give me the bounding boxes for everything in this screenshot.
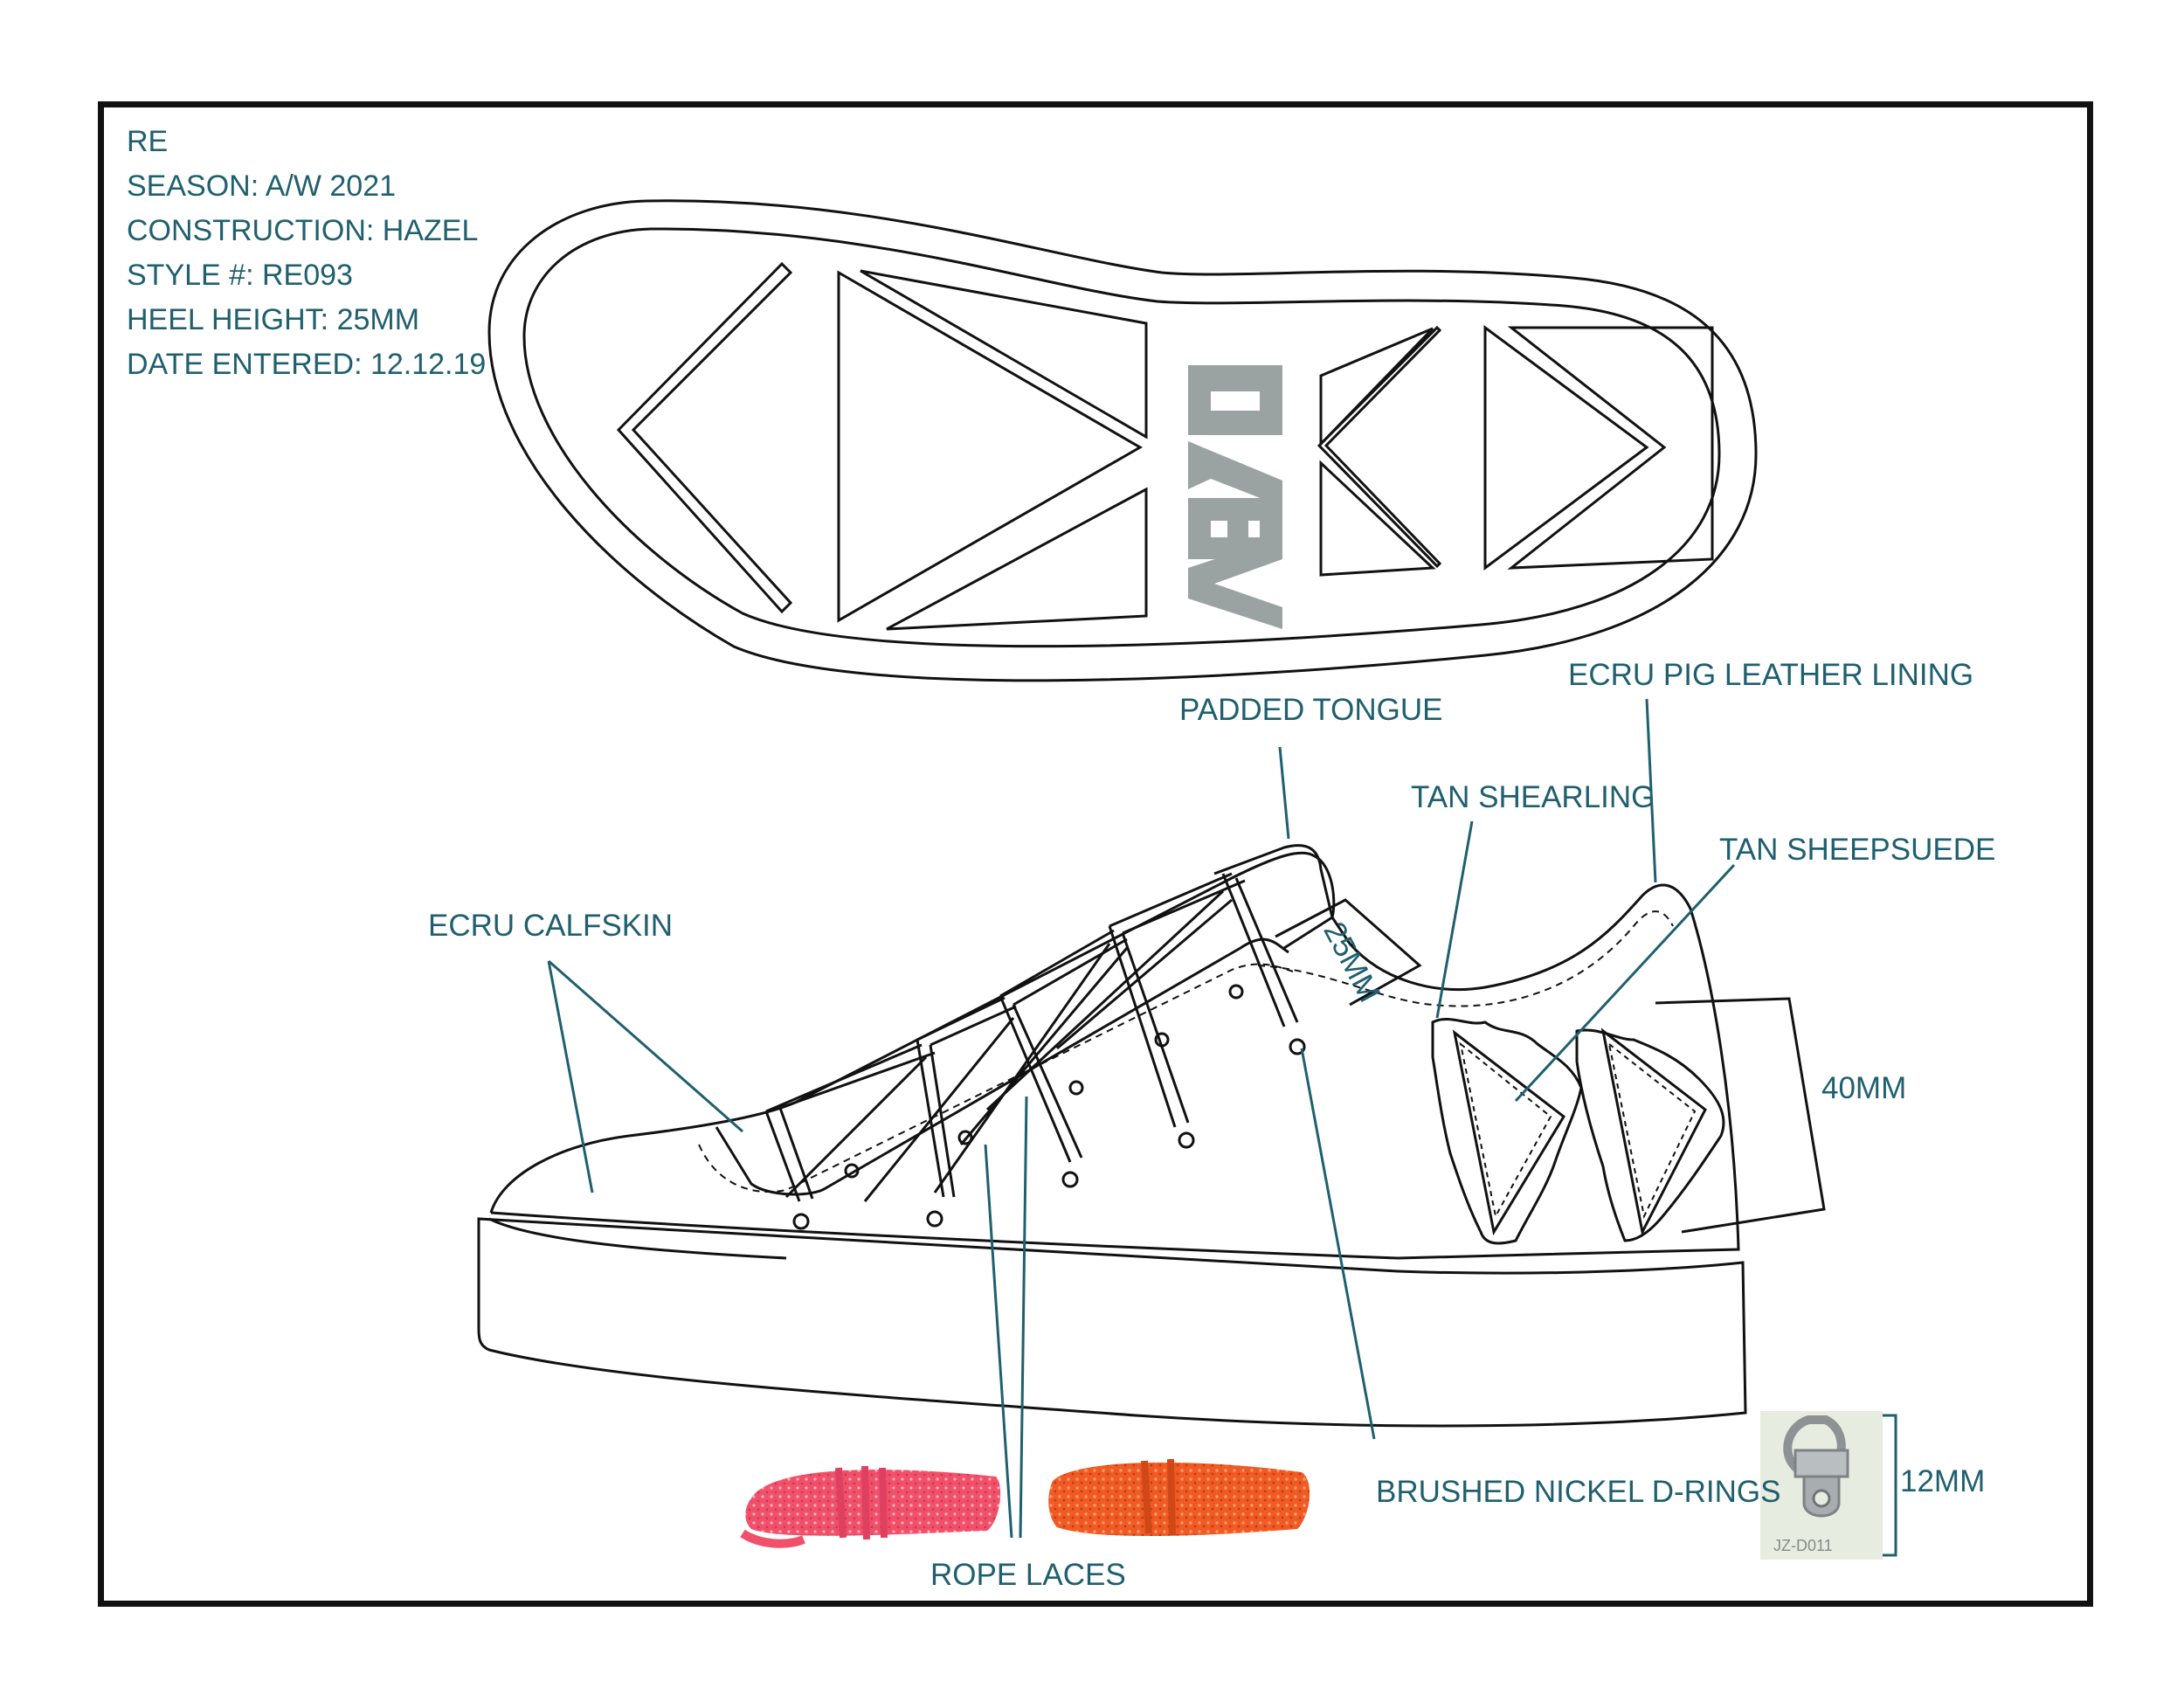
leader-shearling xyxy=(1435,820,1474,1019)
brand-label: RE xyxy=(127,125,169,158)
dim-40mm-lines xyxy=(1655,997,1826,1234)
heel-height-label: HEEL HEIGHT: 25MM xyxy=(127,303,420,336)
shoe-upper-outline xyxy=(489,851,1740,1260)
leader-sheepsuede xyxy=(1514,863,1736,1103)
callout-rope-laces: ROPE LACES xyxy=(930,1558,1126,1592)
season-label: SEASON: A/W 2021 xyxy=(127,169,397,203)
midsole-upper-edge xyxy=(488,1217,787,1260)
rope-laces-on-shoe xyxy=(764,872,1299,1202)
dimension-12mm: 12MM xyxy=(1900,1464,1986,1498)
shoe-side-view xyxy=(477,844,1826,1428)
orange-rope-lace-swatch xyxy=(1048,1458,1310,1536)
dimension-40mm: 40MM xyxy=(1821,1071,1907,1105)
leader-rope-laces xyxy=(984,1096,1028,1539)
toe-triangle xyxy=(1483,325,1649,571)
outsole-inner-outline xyxy=(522,227,1721,648)
heel-triangle xyxy=(837,270,1144,623)
leader-pig-lining xyxy=(1645,698,1657,883)
leader-padded-tongue xyxy=(1278,746,1290,840)
leader-d-rings xyxy=(1300,1048,1376,1440)
forefoot-diamond xyxy=(1317,325,1442,569)
callout-tan-sheepsuede: TAN SHEEPSUEDE xyxy=(1719,833,1996,867)
callout-brushed-nickel-d-rings: BRUSHED NICKEL D-RINGS xyxy=(1376,1475,1781,1509)
date-entered-label: DATE ENTERED: 12.12.19 xyxy=(127,348,487,381)
style-number-label: STYLE #: RE093 xyxy=(127,259,353,292)
shoe-midsole xyxy=(477,1217,1747,1428)
d-ring-photo xyxy=(1760,1411,1883,1560)
spec-sheet-frame xyxy=(98,101,2093,1607)
leader-calfskin xyxy=(547,959,743,1193)
d-ring-eyelets xyxy=(792,984,1306,1230)
pink-rope-lace-swatch xyxy=(740,1465,1001,1548)
callout-ecru-calfskin: ECRU CALFSKIN xyxy=(428,909,674,943)
callout-pig-leather-lining: ECRU PIG LEATHER LINING xyxy=(1568,658,1974,692)
callout-padded-tongue: PADDED TONGUE xyxy=(1179,693,1443,727)
shoe-upper-lower-edge xyxy=(490,1211,1399,1260)
tan-shearling-patch-1 xyxy=(1431,1018,1583,1245)
d-ring-tag-code: JZ-D011 xyxy=(1773,1537,1833,1554)
vamp-panel xyxy=(715,937,1289,1196)
re-logo xyxy=(1188,365,1282,629)
collar-stitch xyxy=(1257,910,1674,1007)
toe-chevron xyxy=(1507,326,1714,570)
forefoot-inner-triangle-lower xyxy=(1319,460,1436,577)
dim-25mm-lines xyxy=(1275,898,1422,1007)
padded-tongue xyxy=(1213,844,1334,950)
callout-leaders xyxy=(547,698,1897,1557)
outsole-drawing xyxy=(487,199,1758,682)
construction-label: CONSTRUCTION: HAZEL xyxy=(127,214,479,247)
tread-lower-wedge xyxy=(886,487,1148,631)
spec-info-block: RE SEASON: A/W 2021 CONSTRUCTION: HAZEL … xyxy=(127,125,486,392)
callout-tan-shearling: TAN SHEARLING xyxy=(1411,780,1655,814)
tread-upper-wedge xyxy=(860,269,1148,439)
forefoot-inner-triangle xyxy=(1319,327,1434,447)
tan-shearling-patch-2 xyxy=(1575,1027,1725,1242)
outsole-outer-outline xyxy=(487,199,1758,682)
heel-diamond xyxy=(616,261,793,614)
